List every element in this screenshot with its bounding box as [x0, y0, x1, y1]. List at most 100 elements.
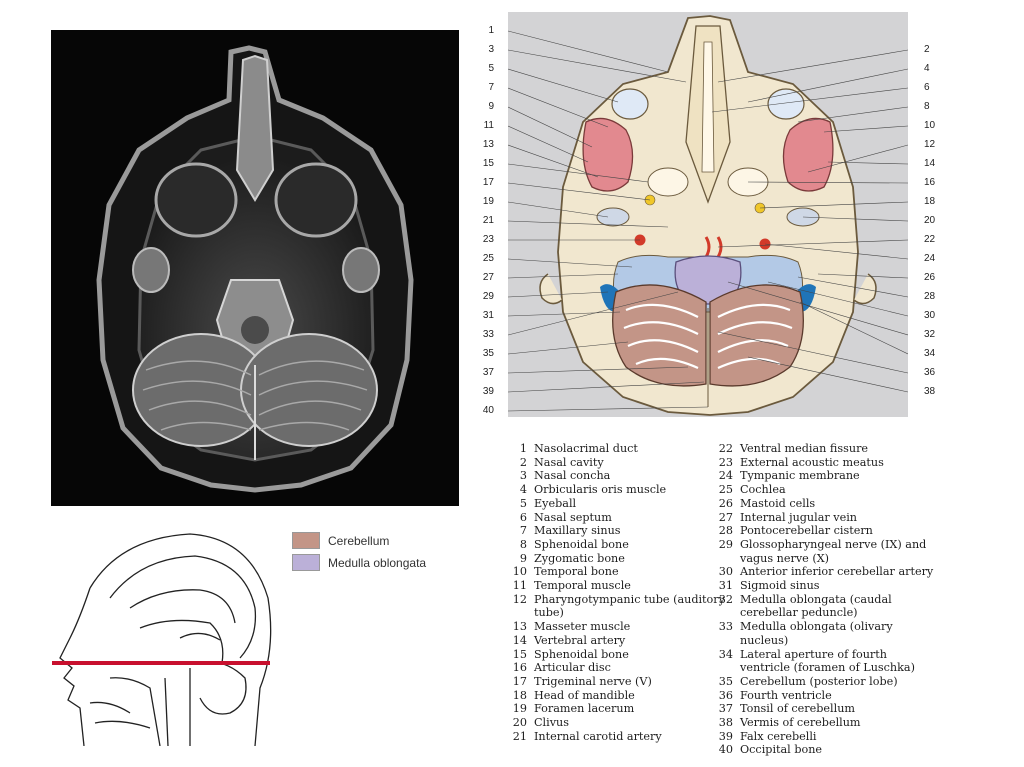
- legend-item-text: Occipital bone: [740, 743, 823, 757]
- legend-item: 25 Cochlea: [714, 483, 934, 497]
- legend-item-text: Anterior inferior cerebellar artery: [740, 565, 934, 579]
- legend-item-text: Head of mandible: [534, 688, 635, 702]
- legend-item-text: Medulla oblongata (caudal cerebellar ped…: [740, 592, 892, 620]
- legend-item-number: 35: [718, 674, 733, 688]
- legend-item-text: Orbicularis oris muscle: [534, 483, 667, 497]
- leader-number: 39: [482, 386, 494, 397]
- legend-item-number: 24: [718, 469, 733, 483]
- mri-axial-image: [51, 30, 459, 506]
- medulla-key-label: Medulla oblongata: [328, 555, 427, 570]
- legend-item-text: Cochlea: [740, 483, 786, 497]
- legend-item: 18 Head of mandible: [508, 689, 728, 703]
- leader-number: 23: [482, 234, 494, 245]
- legend-item-text: Pharyngotympanic tube (auditory tube): [534, 592, 725, 620]
- legend-item: 14 Vertebral artery: [508, 634, 728, 648]
- legend-item-text: Nasal septum: [534, 510, 612, 524]
- legend-item: 3 Nasal concha: [508, 469, 728, 483]
- legend-item: 11 Temporal muscle: [508, 579, 728, 593]
- leader-number: 34: [924, 348, 936, 359]
- legend-item-number: 3: [519, 469, 527, 483]
- color-key: Cerebellum Medulla oblongata: [292, 531, 426, 575]
- leader-number: 27: [482, 272, 494, 283]
- legend-item-text: Fourth ventricle: [740, 688, 832, 702]
- legend-item-text: Nasal cavity: [534, 455, 604, 469]
- key-row-cerebellum: Cerebellum: [292, 531, 426, 550]
- legend-item-text: Tonsil of cerebellum: [740, 702, 856, 716]
- legend-item-text: Medulla oblongata (olivary nucleus): [740, 620, 893, 647]
- legend-item-number: 16: [512, 661, 527, 675]
- legend-item-number: 6: [519, 510, 527, 524]
- legend-item-number: 18: [512, 688, 527, 702]
- leader-number: 2: [924, 44, 930, 55]
- legend-item-text: Temporal muscle: [534, 579, 631, 593]
- legend-item-number: 14: [512, 633, 527, 647]
- leader-number: 19: [482, 196, 494, 207]
- leader-number: 9: [488, 101, 494, 112]
- leader-number: 16: [924, 177, 936, 188]
- legend-item-number: 19: [512, 702, 527, 716]
- key-row-medulla: Medulla oblongata: [292, 553, 426, 572]
- anatomical-diagram: [508, 12, 908, 417]
- medulla-swatch: [292, 554, 320, 571]
- legend-item-number: 8: [519, 537, 527, 551]
- leader-number: 38: [924, 386, 936, 397]
- legend-item-text: Falx cerebelli: [740, 729, 817, 743]
- leader-number: 22: [924, 234, 936, 245]
- leader-number: 3: [488, 44, 494, 55]
- legend-item-number: 22: [718, 442, 733, 455]
- legend-item-text: Articular disc: [534, 661, 611, 675]
- legend-item-number: 4: [519, 483, 527, 497]
- legend-item-text: Mastoid cells: [740, 496, 816, 510]
- leader-number: 35: [482, 348, 494, 359]
- leader-number: 32: [924, 329, 936, 340]
- legend-item-text: Trigeminal nerve (V): [534, 674, 652, 688]
- legend-item-text: Foramen lacerum: [534, 702, 635, 716]
- legend-item-number: 25: [718, 483, 733, 497]
- legend-item-number: 9: [519, 551, 527, 565]
- legend-item-number: 31: [718, 579, 733, 593]
- leader-number: 26: [924, 272, 936, 283]
- leader-number-labels: 1 3 5 7 9 11 13 15 17 19 21 23 25 27 29 …: [458, 12, 938, 422]
- legend-item: 40 Occipital bone: [714, 743, 934, 757]
- legend-item-text: Lateral aperture of fourth ventricle (fo…: [740, 647, 915, 675]
- legend-item-number: 40: [718, 743, 733, 757]
- cerebellum-key-label: Cerebellum: [328, 533, 390, 548]
- legend-item-number: 2: [519, 455, 527, 469]
- legend-item: 16 Articular disc: [508, 661, 728, 675]
- legend-item-text: Internal jugular vein: [740, 510, 858, 524]
- legend-item-number: 29: [718, 537, 733, 551]
- legend-item: 30 Anterior inferior cerebellar artery: [714, 565, 934, 579]
- legend-item-text: Nasolacrimal duct: [534, 442, 638, 455]
- legend-item-number: 32: [718, 592, 733, 606]
- legend-item-text: Nasal concha: [534, 469, 611, 483]
- legend-item-text: Vertebral artery: [534, 633, 626, 647]
- legend-item-number: 30: [718, 565, 733, 579]
- leader-number: 12: [924, 139, 936, 150]
- axial-section-drawing: [508, 15, 908, 416]
- legend-item-number: 11: [512, 579, 527, 593]
- legend-item-number: 15: [512, 647, 527, 661]
- sagittal-reference-drawing: [50, 528, 280, 747]
- legend-item-text: Masseter muscle: [534, 620, 631, 634]
- leader-number: 14: [924, 158, 936, 169]
- leader-number: 37: [482, 367, 494, 378]
- leader-number: 1: [488, 25, 494, 36]
- legend-item-number: 7: [519, 524, 527, 538]
